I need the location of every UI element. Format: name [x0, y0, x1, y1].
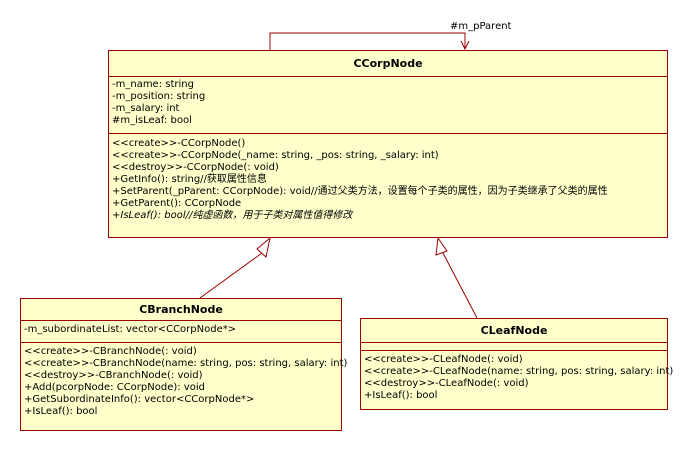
class-cbranchnode[interactable]: CBranchNode -m_subordinateList: vector<C…	[20, 298, 348, 431]
operation: <<create>>-CLeafNode(: void)	[364, 354, 523, 365]
operation: +IsLeaf(): bool	[364, 390, 438, 401]
attributes-section	[361, 343, 667, 351]
attribute: -m_salary: int	[112, 103, 180, 114]
operation: +GetInfo(): string//获取属性信息	[112, 174, 267, 185]
operation: <<create>>-CBranchNode(name: string, pos…	[24, 358, 348, 369]
operation: <<create>>-CCorpNode(_name: string, _pos…	[112, 150, 439, 161]
generalization-branch-line	[199, 252, 263, 299]
class-ccorpnode[interactable]: CCorpNode -m_name: string -m_position: s…	[108, 50, 668, 238]
operation: +IsLeaf(): bool	[24, 406, 98, 417]
operation: +GetParent(): CCorpNode	[112, 198, 242, 209]
attribute: #m_isLeaf: bool	[112, 115, 192, 126]
attribute: -m_position: string	[112, 91, 206, 102]
operation: <<create>>-CLeafNode(name: string, pos: …	[364, 366, 674, 377]
attributes-section: -m_subordinateList: vector<CCorpNode*>	[21, 321, 341, 343]
generalization-leaf-triangle	[435, 236, 448, 256]
class-title: CLeafNode	[361, 319, 667, 343]
attribute: -m_subordinateList: vector<CCorpNode*>	[24, 324, 237, 335]
operation: +GetSubordinateInfo(): vector<CCorpNode*…	[24, 394, 255, 405]
operation: +Add(pcorpNode: CCorpNode): void	[24, 382, 205, 393]
operation: <<create>>-CBranchNode(: void)	[24, 346, 197, 357]
class-title: CBranchNode	[21, 299, 341, 321]
operation: <<destroy>>-CBranchNode(: void)	[24, 370, 203, 381]
operations-section: <<create>>-CCorpNode() <<create>>-CCorpN…	[109, 134, 667, 222]
operation: +SetParent(_pParent: CCorpNode): void//通…	[112, 186, 608, 197]
generalization-leaf-line	[442, 252, 478, 319]
operations-section: <<create>>-CLeafNode(: void) <<create>>-…	[361, 351, 674, 402]
class-title: CCorpNode	[109, 51, 667, 77]
generalization-branch-triangle	[256, 236, 271, 258]
operation: <<destroy>>-CCorpNode(: void)	[112, 162, 279, 173]
association-label: #m_pParent	[450, 21, 512, 32]
class-cleafnode[interactable]: CLeafNode <<create>>-CLeafNode(: void) <…	[360, 318, 674, 410]
attributes-section: -m_name: string -m_position: string -m_s…	[109, 77, 667, 134]
operations-section: <<create>>-CBranchNode(: void) <<create>…	[21, 343, 348, 418]
self-association-line	[269, 32, 465, 50]
operation: <<create>>-CCorpNode()	[112, 138, 246, 149]
attribute: -m_name: string	[112, 79, 194, 90]
operation: <<destroy>>-CLeafNode(: void)	[364, 378, 529, 389]
operation-abstract: +IsLeaf(): bool//纯虚函数，用于子类对属性值得修改	[112, 210, 353, 221]
